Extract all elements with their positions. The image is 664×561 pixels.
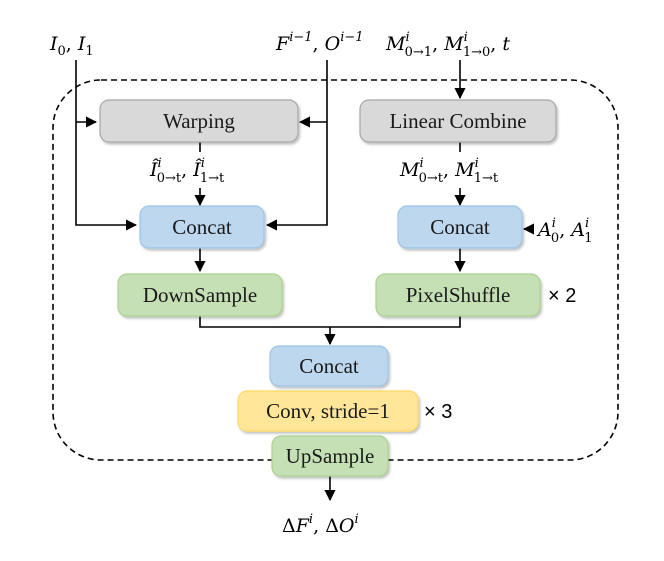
svg-text:Ai0, Ai1: Ai0, Ai1 (536, 216, 592, 246)
conv-node: Conv, stride=1 (237, 390, 419, 432)
output-label: ΔFi, ΔOi (282, 512, 359, 537)
linear-combine-node: Linear Combine (359, 99, 557, 143)
input-prev-flow-label: Fi−1, Oi−1 (275, 30, 364, 55)
module-boundary (52, 79, 619, 461)
pixelshuffle-node: PixelShuffle (375, 273, 541, 317)
downsample-node: DownSample (117, 273, 283, 317)
concat-center-node: Concat (269, 345, 389, 387)
wire-downsample-merge (199, 316, 461, 328)
svg-text:ΔFi, ΔOi: ΔFi, ΔOi (282, 512, 359, 537)
svg-text:Mi0→1, Mi1→0, t: Mi0→1, Mi1→0, t (385, 30, 510, 60)
svg-text:I0, I1: I0, I1 (49, 33, 94, 59)
concat-right-node: Concat (397, 205, 523, 249)
svg-text:Concat: Concat (299, 354, 359, 378)
svg-text:Concat: Concat (430, 215, 490, 239)
upsample-node: UpSample (271, 435, 389, 477)
wire-prev-to-concat (265, 60, 328, 231)
wire-images-to-concat (75, 60, 138, 231)
svg-text:Fi−1, Oi−1: Fi−1, Oi−1 (275, 30, 364, 55)
svg-text:Warping: Warping (163, 109, 235, 133)
concat-left-node: Concat (139, 205, 265, 249)
svg-text:UpSample: UpSample (286, 444, 375, 468)
svg-text:PixelShuffle: PixelShuffle (406, 283, 511, 307)
svg-text:Concat: Concat (172, 215, 232, 239)
pixelshuffle-multiplier: × 2 (548, 285, 576, 307)
input-images-label: I0, I1 (49, 33, 94, 59)
warping-node: Warping (99, 99, 299, 143)
svg-text:DownSample: DownSample (143, 283, 257, 307)
svg-text:Îi0→t, Îi1→t: Îi0→t, Îi1→t (149, 156, 225, 186)
conv-multiplier: × 3 (424, 401, 452, 423)
svg-text:Conv, stride=1: Conv, stride=1 (266, 399, 390, 423)
svg-text:Mi0→t, Mi1→t: Mi0→t, Mi1→t (399, 156, 499, 186)
svg-text:Linear Combine: Linear Combine (389, 109, 526, 133)
